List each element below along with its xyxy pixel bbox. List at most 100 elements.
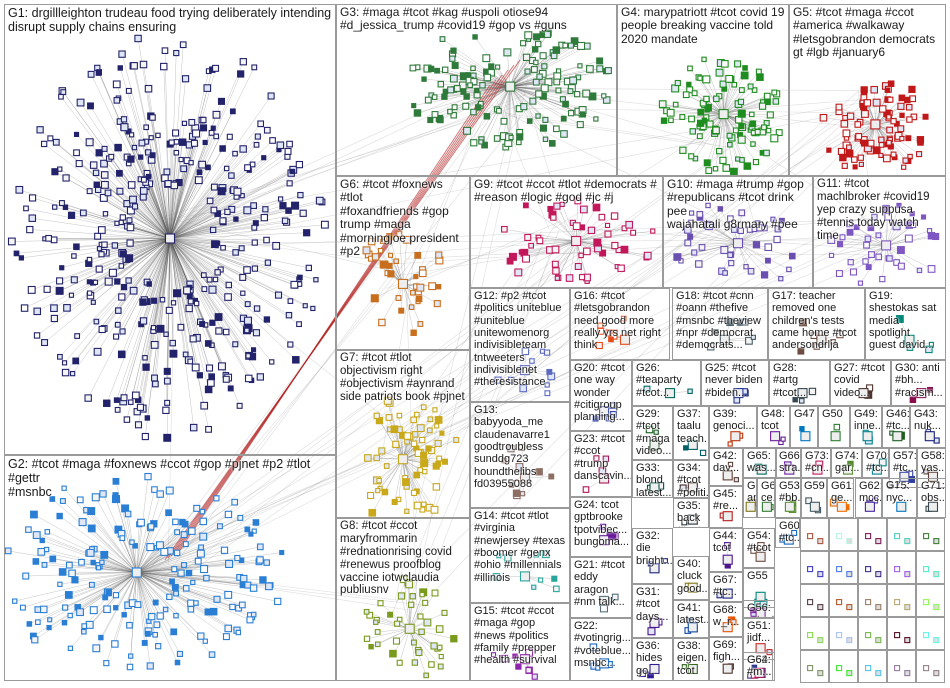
group-label-g41: G41: latest... — [677, 602, 706, 627]
group-box-g32: G32: die bright... — [632, 528, 673, 584]
group-label-g7: G7: #tcot #tlot objectivism right #objec… — [340, 352, 467, 404]
group-box-g31: G31: #tcot days... — [632, 584, 673, 638]
group-box-g20: G20: #tcot one way wonder #citigroup pla… — [570, 360, 632, 431]
group-box-small — [887, 518, 916, 551]
group-label-g57: G57: #tc... — [893, 450, 914, 475]
group-box-g67: G67: #tc... — [709, 572, 743, 602]
group-label-g32: G32: die bright... — [636, 530, 670, 567]
group-box-g59: G59 — [800, 478, 827, 518]
group-box-g5: G5: #tcot #maga #ccot #america #walkaway… — [789, 4, 946, 176]
group-box-small — [829, 650, 858, 683]
group-box-g16: G16: #tcot #letsgobrandon need good more… — [570, 288, 670, 360]
group-label-g4: G4: marypatriott #tcot covid 19 people b… — [621, 6, 786, 46]
group-label-g67: G67: #tc... — [713, 574, 740, 599]
group-label-g37: G37: taalu teach... — [677, 408, 706, 445]
group-box-g26: G26: #teaparty #tcot... — [632, 360, 701, 406]
group-label-g64: G64: #m... — [747, 654, 770, 679]
group-label-g50: G50 — [822, 408, 847, 420]
group-box-g21: G21: #tcot eddy aragon #nm talk... — [570, 557, 632, 618]
group-box-small — [887, 584, 916, 617]
group-label-g36: G36: hides go... — [636, 640, 670, 677]
group-box-g36: G36: hides go... — [632, 638, 673, 681]
group-label-g71: G71: obs... — [921, 480, 943, 505]
group-box-g68: G68: w_r... — [709, 602, 743, 637]
group-box-g13: G13: babyyoda_me claudenavarre1 goodtrou… — [470, 402, 570, 508]
group-label-g21: G21: #tcot eddy aragon #nm talk... — [574, 559, 629, 608]
group-box-small — [916, 617, 945, 650]
group-box-g54: G54: #tcot — [743, 528, 775, 568]
group-box-g12: G12: #p2 #tcot #politics uniteblue #unit… — [470, 288, 570, 402]
group-box-g42: G42: dav... — [709, 448, 743, 486]
group-label-g61: G61: ge... — [831, 480, 851, 505]
group-box-small — [916, 518, 945, 551]
group-box-g66: G66: stra... — [775, 448, 801, 478]
group-label-g14: G14: #tcot #tlot #virginia #newjersey #t… — [474, 510, 567, 584]
group-label-g40: G40: cluck good... — [677, 558, 706, 595]
group-box-g49: G49: inne... — [850, 406, 882, 448]
group-box-small — [829, 551, 858, 584]
group-label-g34: G34: #tcot #politi... — [677, 462, 706, 498]
group-label-g27: G27: #tcot covid video... — [834, 362, 888, 399]
group-label-g16: G16: #tcot #letsgobrandon need good more… — [574, 290, 667, 352]
group-label-g45: G45: #re... — [713, 488, 740, 513]
group-label-g55: G55 — [747, 570, 772, 582]
group-box-small — [800, 584, 829, 617]
group-box-g43: G43: nuk... — [910, 406, 946, 448]
group-box-g33: G33: blond latest... — [632, 460, 673, 498]
group-box-g69: G69: figh... — [709, 637, 743, 681]
group-box-small — [916, 650, 945, 683]
group-label-g20: G20: #tcot one way wonder #citigroup pla… — [574, 362, 629, 424]
group-label-g30: G30: anti #bh... #racism... — [895, 362, 943, 399]
group-label-g65: G65: was... — [747, 450, 774, 475]
group-box-g46: G46: #tc... — [882, 406, 910, 448]
group-label-g24: G24: tcot gptbrooke tpotvibec... bungoma… — [574, 499, 629, 548]
group-label-g59: G59 — [804, 480, 824, 492]
group-label-g70: G70: #tc... — [866, 450, 886, 475]
group-box-g8: G8: #tcot #ccot maryfrommarin #rednation… — [336, 518, 470, 681]
group-label-g62: G62: mcc... — [859, 480, 879, 505]
group-box-g1: G1: drgillleighton trudeau food trying d… — [4, 4, 336, 455]
group-label-g72: G72: ang... — [747, 480, 754, 505]
group-box-g29: G29: #tcot #maga video... — [632, 406, 673, 460]
group-label-g22: G22: #votingrig... #voteblue... msnbc... — [574, 620, 629, 669]
group-box-small — [887, 617, 916, 650]
group-label-g68: G68: w_r... — [713, 604, 740, 629]
group-box-small — [800, 617, 829, 650]
group-box-g28: G28: #artg #tcot... — [769, 360, 830, 406]
group-box-g50: G50 — [818, 406, 850, 448]
group-label-g1_small: G1... — [886, 480, 914, 492]
group-box-g19: G19: shestokas sat media spotlight guest… — [865, 288, 946, 360]
group-label-g1: G1: drgillleighton trudeau food trying d… — [8, 6, 333, 34]
group-box-small — [916, 584, 945, 617]
group-box-g63: G63: ce... — [757, 478, 775, 518]
group-box-small — [858, 584, 887, 617]
group-box-small — [858, 617, 887, 650]
group-label-g10: G10: #maga #trump #gop #republicans #tco… — [667, 178, 810, 232]
group-label-g69: G69: figh... — [713, 639, 740, 664]
group-label-g17: G17: teacher removed one children's test… — [772, 290, 862, 352]
group-label-g74: G74: gar... — [835, 450, 859, 475]
group-box-g45: G45: #re... — [709, 486, 743, 528]
group-box-g22: G22: #votingrig... #voteblue... msnbc... — [570, 618, 632, 681]
group-label-g5: G5: #tcot #maga #ccot #america #walkaway… — [793, 6, 943, 60]
group-box-g27: G27: #tcot covid video... — [830, 360, 891, 406]
group-label-g66: G66: stra... — [779, 450, 798, 475]
group-box-small — [829, 617, 858, 650]
group-box-g18: G18: #tcot #cnn #oann #thefive #msnbc #t… — [672, 288, 768, 360]
group-box-small — [887, 551, 916, 584]
group-box-g53: G53: #bb... — [775, 478, 802, 518]
group-label-g28: G28: #artg #tcot... — [773, 362, 827, 399]
group-label-g11: G11: #tcot machlbroker #covid19 yep craz… — [817, 178, 943, 242]
group-box-g35: G35: back #tcot... — [673, 498, 709, 528]
group-label-g2: G2: #tcot #maga #foxnews #ccot #gop #pjn… — [8, 457, 333, 499]
group-label-g46: G46: #tc... — [886, 408, 907, 433]
group-box-g9: G9: #tcot #ccot #tlot #democrats # #reas… — [470, 176, 663, 288]
group-box-g37: G37: taalu teach... — [673, 406, 709, 460]
group-box-g4: G4: marypatriott #tcot covid 19 people b… — [617, 4, 789, 176]
group-label-g19: G19: shestokas sat media spotlight guest… — [869, 290, 943, 352]
group-box-g41: G41: latest... — [673, 600, 709, 638]
group-label-g53: G53: #bb... — [779, 480, 799, 505]
group-box-g30: G30: anti #bh... #racism... — [891, 360, 946, 406]
group-box-g1_small: G1... — [882, 478, 917, 518]
group-label-g29: G29: #tcot #maga video... — [636, 408, 670, 457]
